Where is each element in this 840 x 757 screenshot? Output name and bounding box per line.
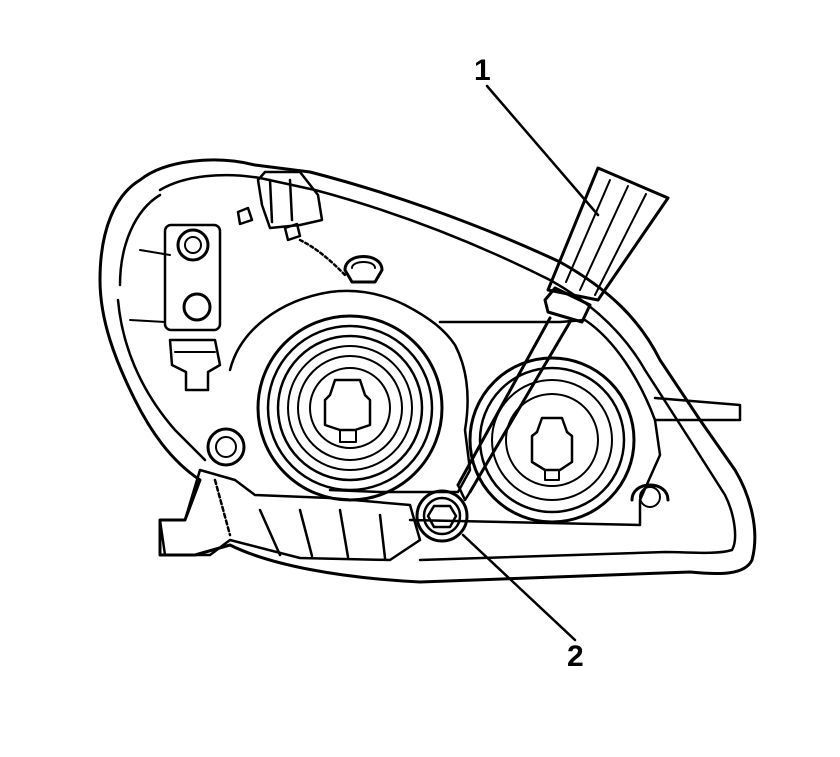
lower-right-pivot — [630, 483, 670, 508]
adjuster-screw — [415, 489, 469, 543]
leader-line-2 — [461, 533, 577, 642]
headlamp-housing — [98, 158, 757, 584]
top-mounting-bracket — [236, 170, 347, 277]
lower-left-pivot — [206, 427, 246, 467]
lower-bracket — [158, 468, 422, 562]
callout-label-1: 1 — [474, 54, 491, 87]
top-adjuster-clip — [343, 255, 384, 284]
low-beam-bulb-socket — [256, 314, 444, 502]
reflector-frame — [228, 289, 742, 527]
callout-label-2: 2 — [567, 640, 584, 673]
high-beam-bulb-socket — [468, 356, 636, 524]
leader-line-1 — [485, 84, 600, 217]
left-mounting-tabs — [163, 223, 222, 392]
screwdriver — [456, 166, 670, 502]
